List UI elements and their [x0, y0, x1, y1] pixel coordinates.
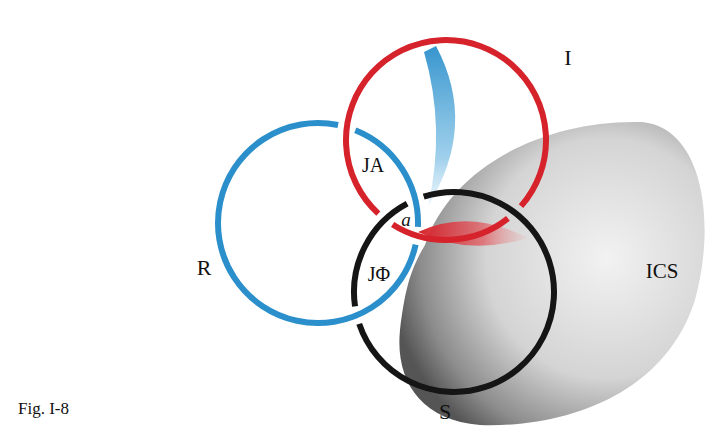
ring-label: R [197, 256, 212, 280]
ring-stroke [354, 192, 554, 392]
label-anchor: S [439, 400, 451, 424]
ring-circle: R [212, 117, 424, 329]
label-anchor: JA [362, 154, 384, 176]
jouissance-label: a [401, 210, 411, 231]
ring-stroke [218, 123, 418, 323]
label-anchor: a [401, 210, 411, 231]
label-anchor: R [197, 256, 212, 280]
jouissance-label: JΦ [368, 263, 390, 285]
label-anchor: ICS [646, 260, 679, 283]
figure-caption: Fig. I-8 [18, 400, 69, 419]
ring-outline [212, 117, 424, 329]
ring-label: I [564, 46, 571, 70]
ring-circle: S [348, 186, 560, 398]
label-anchor: I [564, 46, 571, 70]
caption-anchor: Fig. I-8 [18, 400, 69, 419]
blue-swoosh [424, 46, 455, 206]
ring-label: ICS [646, 260, 679, 283]
jouissance-label: JA [362, 154, 384, 176]
ring-label: S [439, 400, 451, 424]
ring-outline [348, 186, 560, 398]
label-anchor: JΦ [368, 263, 390, 285]
